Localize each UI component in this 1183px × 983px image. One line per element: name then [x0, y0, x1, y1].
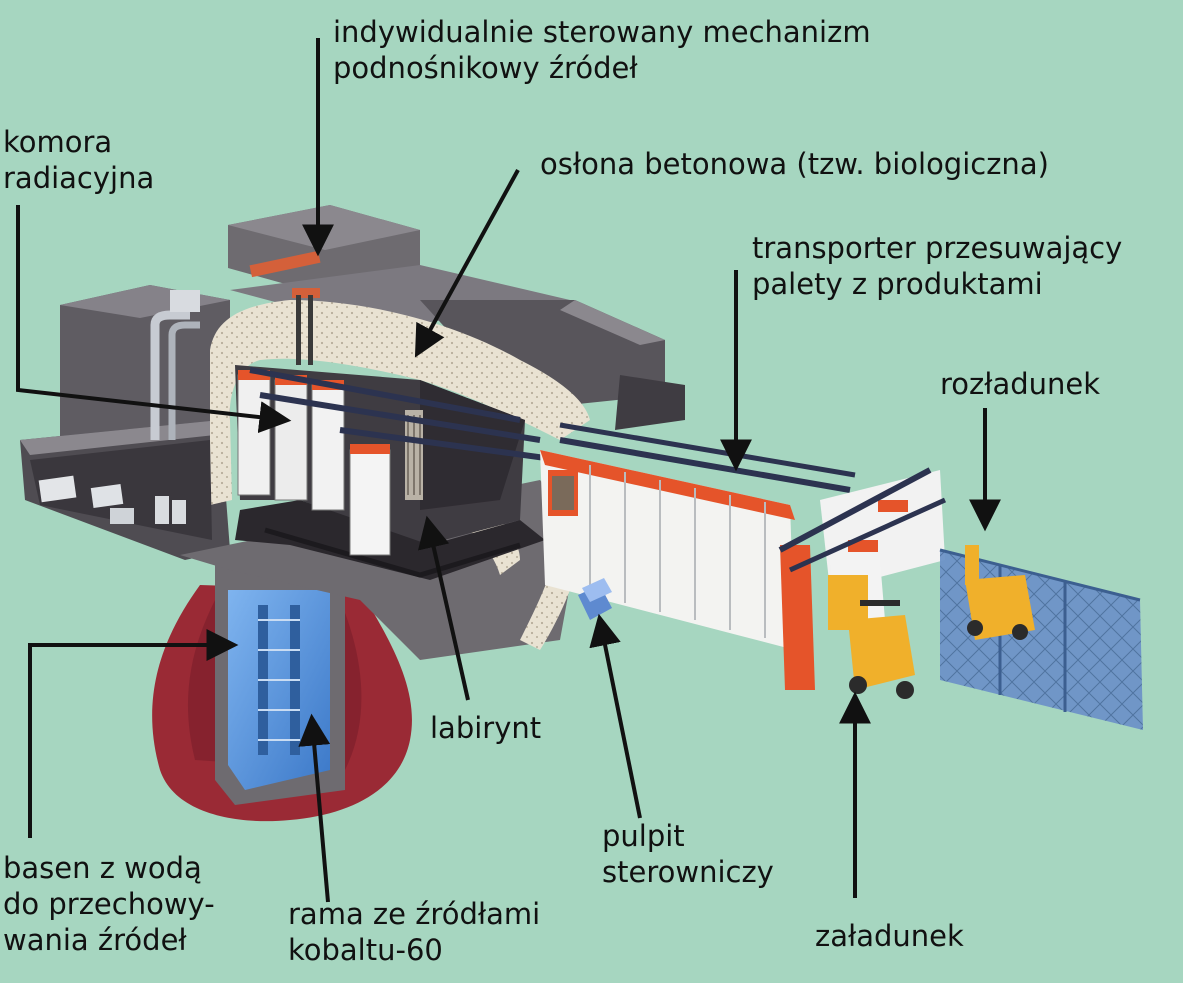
arrow-pool: [28, 629, 239, 838]
label-line: rama ze źródłami: [288, 897, 541, 931]
leader-arrows: [16, 38, 1001, 903]
label-line: sterowniczy: [602, 855, 774, 889]
forklift-unloading: [965, 545, 1035, 640]
label-line: osłona betonowa (tzw. biologiczna): [540, 147, 1049, 181]
label-line: radiacyjna: [3, 161, 155, 195]
label-control-console: pulpit sterowniczy: [602, 818, 774, 890]
forklift-loading: [828, 575, 915, 699]
label-labyrinth: labirynt: [430, 710, 541, 746]
lifter-mechanism: [249, 250, 321, 365]
label-line: indywidualnie sterowany mechanizm: [333, 15, 871, 49]
piping: [150, 290, 200, 440]
label-concrete-shield: osłona betonowa (tzw. biologiczna): [540, 146, 1049, 182]
water-pool: [215, 565, 345, 805]
label-conveyor: transporter przesuwający palety z produk…: [752, 230, 1122, 302]
arrow-console: [589, 613, 642, 819]
label-line: wania źródeł: [3, 923, 187, 957]
label-line: transporter przesuwający: [752, 231, 1123, 265]
arrow-chamber: [16, 205, 292, 434]
label-loading: załadunek: [815, 918, 964, 954]
label-radiation-chamber: komora radiacyjna: [3, 124, 154, 196]
label-line: rozładunek: [940, 367, 1101, 401]
label-line: komora: [3, 125, 113, 159]
arrow-shield: [414, 169, 520, 358]
label-line: podnośnikowy źródeł: [333, 51, 638, 85]
product-totes: [237, 367, 561, 556]
arrow-labyrinth: [418, 515, 470, 701]
label-water-pool: basen z wodą do przechowy- wania źródeł: [3, 850, 215, 958]
label-line: basen z wodą: [3, 851, 202, 885]
label-lifting-mechanism: indywidualnie sterowany mechanizm podnoś…: [333, 14, 871, 86]
service-room: [30, 440, 212, 540]
label-unloading: rozładunek: [940, 366, 1100, 402]
arrow-frame: [298, 713, 331, 903]
label-cobalt-frame: rama ze źródłami kobaltu-60: [288, 896, 540, 968]
label-line: kobaltu-60: [288, 933, 443, 967]
control-console: [578, 578, 612, 620]
label-line: do przechowy-: [3, 887, 215, 921]
label-line: labirynt: [430, 711, 542, 745]
label-line: załadunek: [815, 919, 964, 953]
label-line: pulpit: [602, 819, 685, 853]
label-line: palety z produktami: [752, 267, 1043, 301]
